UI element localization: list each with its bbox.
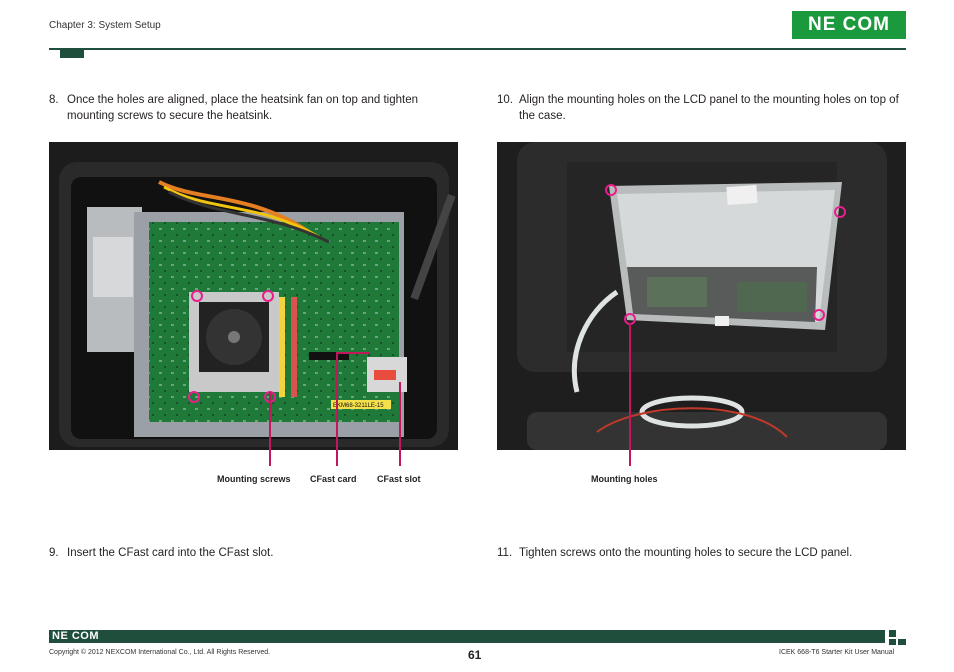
step-text: Tighten screws onto the mounting holes t… <box>519 547 853 559</box>
callout-line-cfast-card-horizontal <box>336 352 370 354</box>
page-number: 61 <box>468 648 482 662</box>
label-mounting-holes: Mounting holes <box>591 474 658 484</box>
manual-title: ICEK 668-T6 Starter Kit User Manual <box>779 649 895 656</box>
footer-square <box>889 630 896 637</box>
step-number: 8. <box>49 94 59 106</box>
chapter-title: Chapter 3: System Setup <box>49 20 161 31</box>
label-cfast-card: CFast card <box>310 474 357 484</box>
header-tab-marker <box>60 48 84 58</box>
step-text: Align the mounting holes on the LCD pane… <box>519 94 899 122</box>
callout-line-mounting-holes <box>629 323 631 466</box>
board-label: EKM68-3211LE-15 <box>333 403 384 409</box>
footer-square <box>898 639 906 645</box>
callout-line-cfast-card <box>336 352 338 466</box>
step-number: 9. <box>49 547 59 559</box>
lcd-panel-photo <box>497 142 906 450</box>
callout-line-cfast-slot <box>399 382 401 466</box>
step-number: 10. <box>497 94 513 106</box>
step-text: Insert the CFast card into the CFast slo… <box>67 547 274 559</box>
copyright: Copyright © 2012 NEXCOM International Co… <box>49 649 271 656</box>
callout-line-mounting-screws <box>269 392 271 466</box>
logo-text: NE COM <box>808 14 890 35</box>
motherboard-photo: EKM68-3211LE-15 <box>49 142 458 450</box>
header-rule <box>49 48 906 50</box>
label-mounting-screws: Mounting screws <box>217 474 291 484</box>
step-number: 11. <box>497 547 513 559</box>
step-text: Once the holes are aligned, place the he… <box>67 94 419 122</box>
footer-square <box>889 639 896 645</box>
footer-logo: NE COM <box>52 630 99 642</box>
nexcom-logo: NE COM <box>792 11 906 39</box>
footer-bar <box>49 630 885 643</box>
label-cfast-slot: CFast slot <box>377 474 421 484</box>
